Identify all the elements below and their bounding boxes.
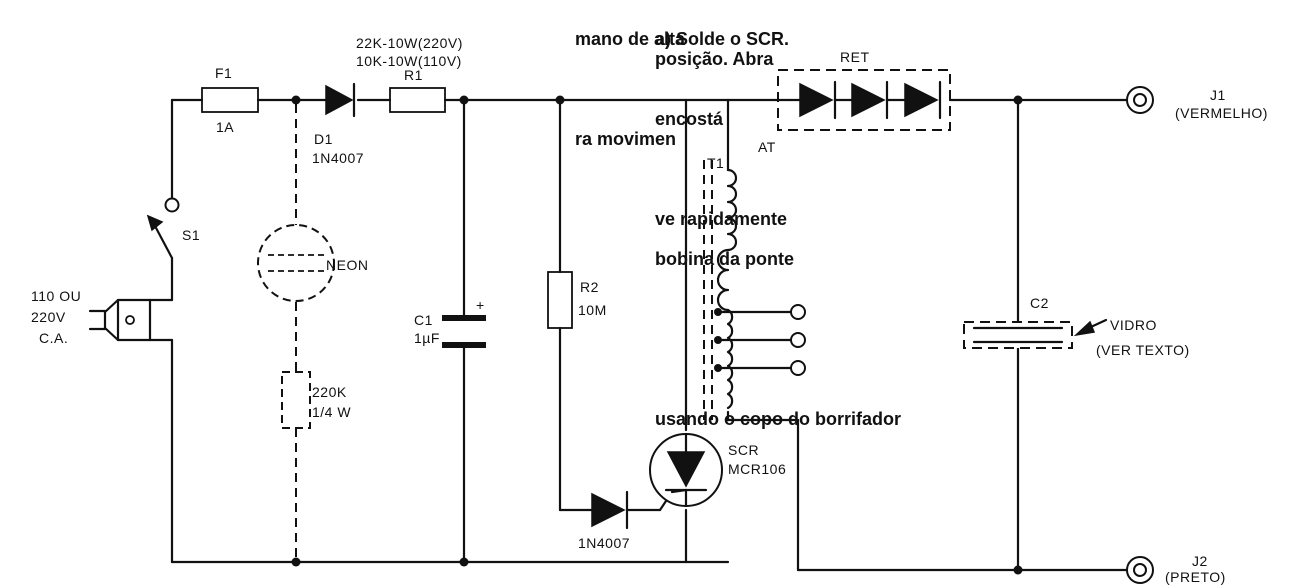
tap-terminal <box>790 332 806 348</box>
transformer-ref: T1 <box>707 155 724 171</box>
diode-d1-value: 1N4007 <box>312 150 364 166</box>
junction-dot <box>714 308 722 316</box>
scr-ref: SCR <box>728 442 759 458</box>
bleed-line-6: ve rapidamente <box>655 209 787 229</box>
scr-value: MCR106 <box>728 461 786 477</box>
bleed-line-4: encostá <box>655 109 724 129</box>
capacitor-c1-polarity: + <box>476 297 485 313</box>
junction-dot <box>714 336 722 344</box>
diode-gate: 1N4007 <box>578 490 630 551</box>
jack-j2: J2 (PRETO) <box>1126 553 1226 585</box>
junction-dot <box>1013 95 1023 105</box>
jack-j1-color: (VERMELHO) <box>1175 105 1268 121</box>
fuse-f1-value: 1A <box>216 119 234 135</box>
fuse-f1: F1 1A <box>201 65 259 135</box>
plug-line-3: C.A. <box>39 330 68 346</box>
jack-j2-ref: J2 <box>1192 553 1208 569</box>
fuse-f1-ref: F1 <box>215 65 232 81</box>
neon-branch: NEON 220K 1/4 W <box>257 104 368 558</box>
neon-resistor-power: 1/4 W <box>312 404 351 420</box>
diode-d1: D1 1N4007 <box>312 82 364 166</box>
junction-dot <box>555 95 565 105</box>
capacitor-c1-value: 1µF <box>414 330 440 346</box>
capacitor-c2-note2: (VER TEXTO) <box>1096 342 1190 358</box>
plug-line-1: 110 OU <box>31 288 81 304</box>
junction-dots <box>291 95 1023 575</box>
rectifier-ref: RET <box>840 49 870 65</box>
bleed-line-1: a) Solde o SCR. <box>655 29 789 49</box>
junction-dot <box>291 95 301 105</box>
neon-label: NEON <box>326 257 368 273</box>
capacitor-c1-ref: C1 <box>414 312 433 328</box>
junction-dot <box>459 557 469 567</box>
capacitor-c2-ref: C2 <box>1030 295 1049 311</box>
transformer-winding: AT <box>758 139 776 155</box>
switch-s1-ref: S1 <box>182 227 200 243</box>
capacitor-c2: C2 VIDRO (VER TEXTO) <box>963 295 1190 358</box>
capacitor-c1: + C1 1µF <box>414 297 486 348</box>
bleed-line-5: ra movimen <box>575 129 676 149</box>
junction-dot <box>1013 565 1023 575</box>
switch-s1: S1 <box>146 197 200 260</box>
resistor-r2: R2 10M <box>547 271 607 329</box>
resistor-r1-ref: R1 <box>404 67 423 83</box>
jack-j1-ref: J1 <box>1210 87 1226 103</box>
bleed-line-7: bobina da ponte <box>655 249 794 269</box>
tap-terminal <box>790 304 806 320</box>
junction-dot <box>714 364 722 372</box>
resistor-r1-value-220: 22K-10W(220V) <box>356 35 463 51</box>
resistor-r1: R1 22K-10W(220V) 10K-10W(110V) <box>356 35 463 113</box>
diode-gate-value: 1N4007 <box>578 535 630 551</box>
resistor-r2-value: 10M <box>578 302 607 318</box>
junction-dot <box>459 95 469 105</box>
neon-resistor-value: 220K <box>312 384 347 400</box>
rectifier-ret: RET <box>777 49 951 131</box>
scr-mcr106: SCR MCR106 <box>649 432 786 508</box>
resistor-r1-value-110: 10K-10W(110V) <box>356 53 462 69</box>
resistor-r2-ref: R2 <box>580 279 599 295</box>
bleed-line-2: posição. Abra <box>655 49 774 69</box>
transformer-t1: T1 AT <box>703 139 806 420</box>
ac-plug: 110 OU 220V C.A. <box>31 288 152 346</box>
diode-d1-ref: D1 <box>314 131 333 147</box>
capacitor-c2-note: VIDRO <box>1110 317 1157 333</box>
background-bleed-text: a) Solde o SCR. posição. Abra mano de al… <box>575 29 901 429</box>
bleed-line-3: mano de alta <box>575 29 686 49</box>
tap-terminal <box>790 360 806 376</box>
jack-j2-color: (PRETO) <box>1165 569 1226 585</box>
jack-j1: J1 (VERMELHO) <box>1126 86 1268 121</box>
plug-line-2: 220V <box>31 309 66 325</box>
wiring <box>148 98 1142 572</box>
junction-dot <box>291 557 301 567</box>
